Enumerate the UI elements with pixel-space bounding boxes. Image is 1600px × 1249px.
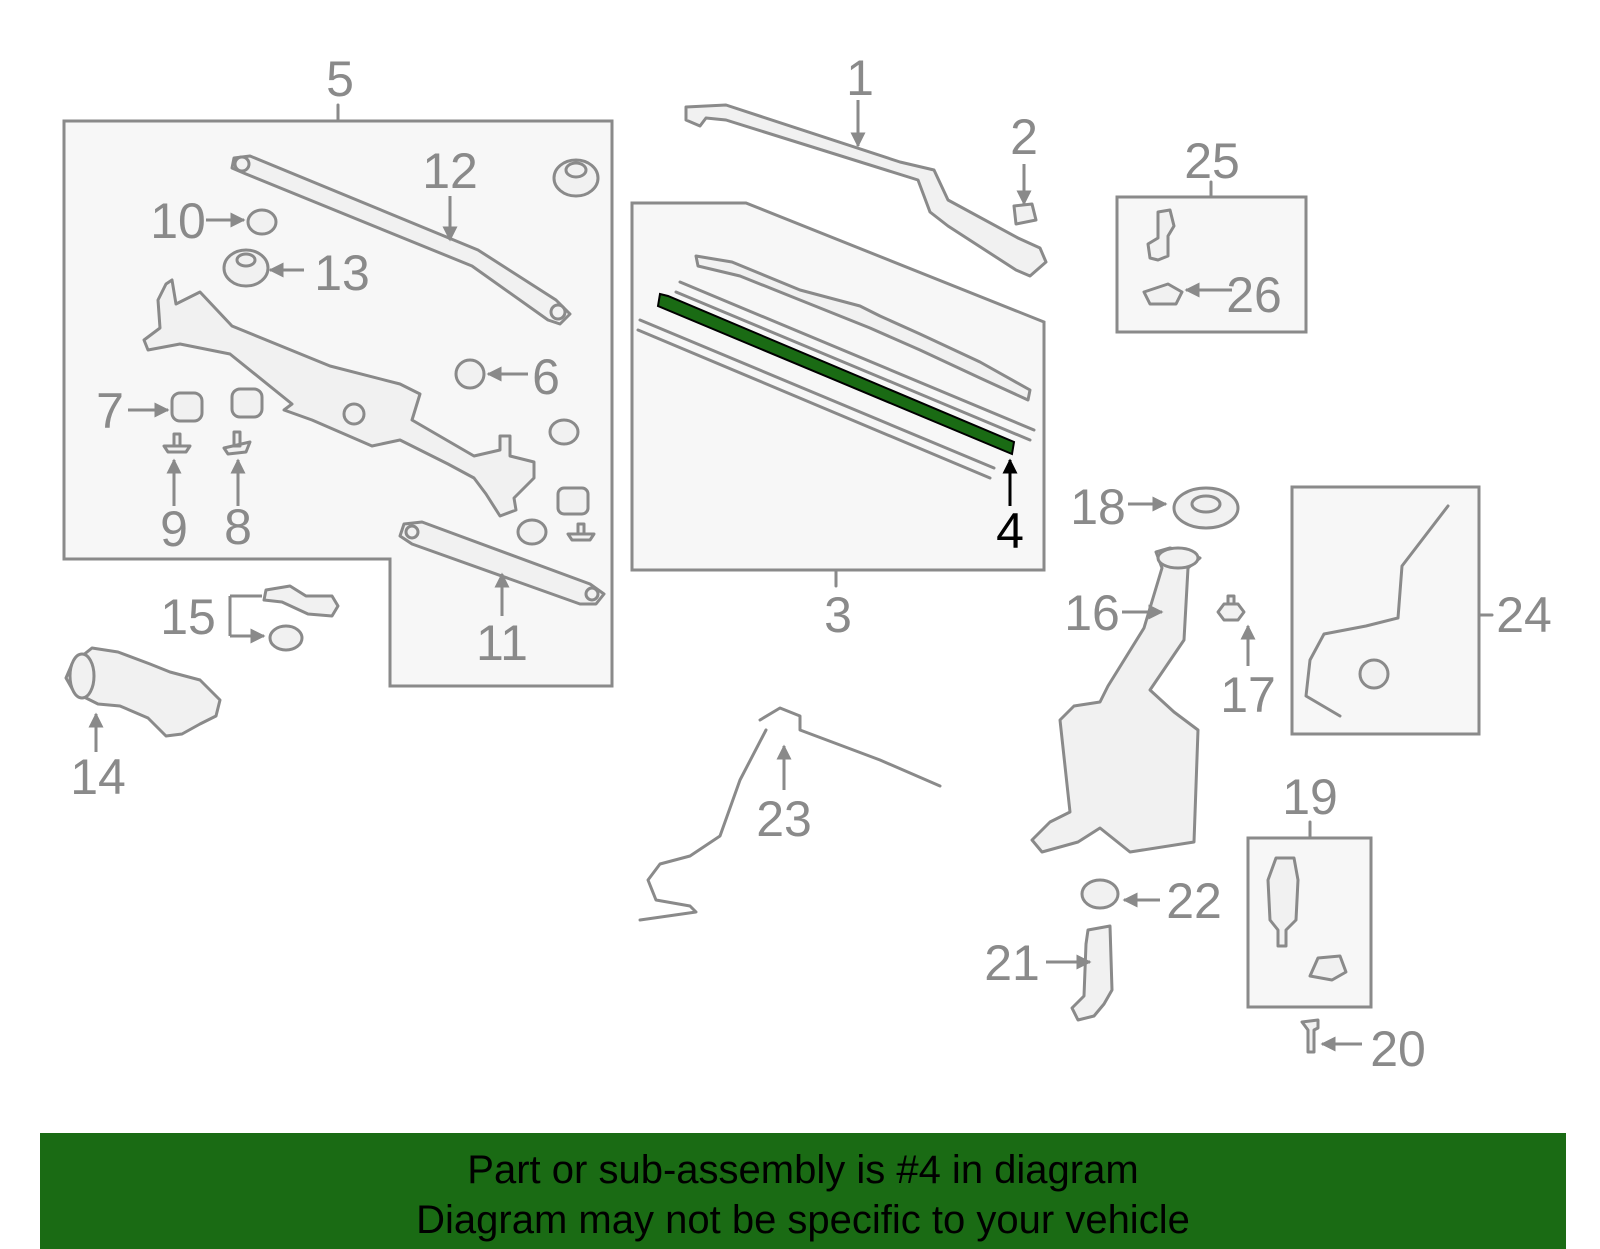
callout-22: 22 (1166, 873, 1222, 929)
callout-4: 4 (996, 503, 1024, 559)
callout-26: 26 (1226, 267, 1282, 323)
clip-25 (1146, 208, 1176, 262)
group-box-3 (630, 201, 1046, 572)
grommet-13 (222, 248, 270, 288)
bolt-17 (1216, 594, 1246, 622)
wiper-motor (64, 646, 222, 738)
callout-14: 14 (70, 749, 126, 805)
grommet-22 (1080, 878, 1120, 910)
callout-1: 1 (846, 50, 874, 106)
banner-line-disclaimer: Diagram may not be specific to your vehi… (416, 1198, 1190, 1242)
callout-25: 25 (1184, 133, 1240, 189)
screw-20 (1300, 1018, 1320, 1054)
bracket-15 (262, 584, 340, 618)
callout-10: 10 (150, 193, 206, 249)
level-sensor (1266, 856, 1300, 948)
grommet-15 (268, 624, 304, 652)
group-box-24 (1290, 485, 1481, 736)
grommet-6 (454, 358, 486, 390)
callout-5: 5 (326, 51, 354, 107)
callout-12: 12 (422, 143, 478, 199)
wiper-blade-insert-highlighted (656, 292, 1016, 456)
callout-19: 19 (1282, 769, 1338, 825)
bolt-8 (222, 430, 252, 456)
wiper-linkage-frame (142, 278, 536, 518)
clip-26 (1142, 282, 1184, 306)
callout-9: 9 (160, 501, 188, 557)
grommet-10 (246, 208, 278, 236)
callout-6: 6 (532, 349, 560, 405)
callout-15: 15 (160, 589, 216, 645)
callout-17: 17 (1220, 667, 1276, 723)
callout-18: 18 (1070, 479, 1126, 535)
callout-2: 2 (1010, 109, 1038, 165)
info-banner: Part or sub-assembly is #4 in diagram Di… (40, 1133, 1566, 1249)
callout-11: 11 (476, 615, 528, 671)
bushing-center (230, 387, 264, 419)
bushing-7 (170, 391, 204, 423)
callout-20: 20 (1370, 1021, 1426, 1077)
arm-cap (1012, 202, 1038, 226)
callout-8: 8 (224, 499, 252, 555)
callout-16: 16 (1064, 585, 1120, 641)
wiper-arm (684, 103, 1048, 278)
callout-3: 3 (824, 587, 852, 643)
banner-line-part: Part or sub-assembly is #4 in diagram (467, 1148, 1139, 1192)
callout-21: 21 (984, 935, 1040, 991)
washer-pump (1070, 924, 1114, 1022)
group-box-19 (1246, 836, 1373, 1009)
callout-13: 13 (314, 245, 370, 301)
callout-23: 23 (756, 791, 812, 847)
washer-hose-24 (1304, 504, 1450, 718)
callout-24: 24 (1496, 587, 1552, 643)
group-box-25 (1115, 195, 1308, 334)
washer-hose-23 (638, 706, 942, 922)
link-rod-11 (398, 520, 606, 606)
bolt-9 (162, 432, 192, 454)
wiper-blade-frame (694, 254, 1032, 402)
callout-7: 7 (96, 383, 124, 439)
